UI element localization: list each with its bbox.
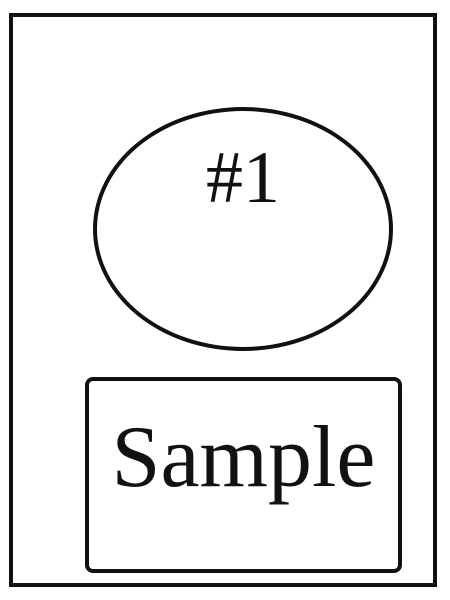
sample-box: Sample <box>85 377 402 573</box>
card-frame: #1 Sample <box>9 13 437 587</box>
sample-label: Sample <box>111 409 376 506</box>
rank-label: #1 <box>206 137 280 219</box>
rank-oval: #1 <box>93 107 393 351</box>
